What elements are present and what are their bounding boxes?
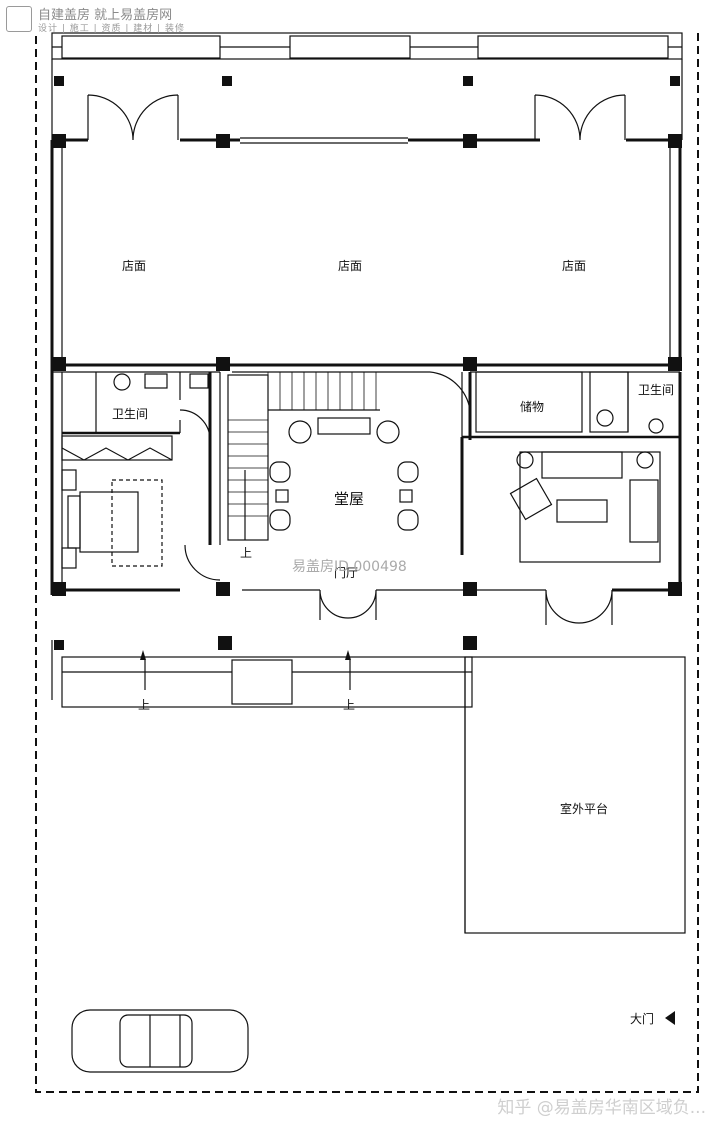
top-balcony: [51, 32, 683, 60]
shop-door-right: [534, 94, 626, 141]
altar-table: [317, 417, 371, 435]
bed-icon: [79, 491, 139, 553]
storage-room: [475, 371, 583, 433]
watermark-id: 易盖房ID 000498: [292, 559, 407, 575]
front-steps: [61, 656, 473, 708]
marker-stair-up: 上: [240, 546, 253, 560]
toilet-icon: [596, 409, 614, 427]
living-rug: [519, 451, 661, 563]
stair: [227, 374, 269, 541]
gate-arrow-icon: [665, 1011, 675, 1025]
living-door: [545, 589, 613, 625]
marker-step-up-right: 上: [343, 698, 356, 712]
label-shop-right: 店面: [562, 259, 587, 273]
label-shop-center: 店面: [338, 259, 363, 273]
label-hall: 堂屋: [334, 490, 365, 508]
terrace: [464, 656, 686, 934]
logo: 自建盖房 就上易盖房网 设计 | 施工 | 资质 | 建材 | 装修: [4, 2, 204, 34]
label-foyer: 门厅: [334, 566, 359, 580]
label-shop-left: 店面: [122, 259, 147, 273]
logo-subtitle: 设计 | 施工 | 资质 | 建材 | 装修: [38, 24, 186, 34]
label-bath-left: 卫生间: [112, 407, 149, 421]
logo-title: 自建盖房 就上易盖房网: [38, 8, 173, 23]
label-terrace: 室外平台: [560, 802, 609, 816]
site-boundary: [35, 28, 699, 1093]
watermark-footer: 知乎 @易盖房华南区域负...: [497, 1098, 706, 1118]
label-bath-right: 卫生间: [638, 383, 675, 397]
sofa-icon: [541, 451, 623, 479]
label-gate: 大门: [630, 1012, 655, 1026]
main-door: [319, 589, 377, 620]
marker-step-up-left: 上: [138, 698, 151, 712]
car-icon: [71, 1009, 249, 1073]
toilet-icon: [113, 373, 131, 391]
plant-icon: [516, 451, 534, 469]
logo-house-icon: [6, 6, 32, 32]
shop-door-left: [87, 94, 179, 141]
label-storage: 储物: [520, 400, 545, 414]
